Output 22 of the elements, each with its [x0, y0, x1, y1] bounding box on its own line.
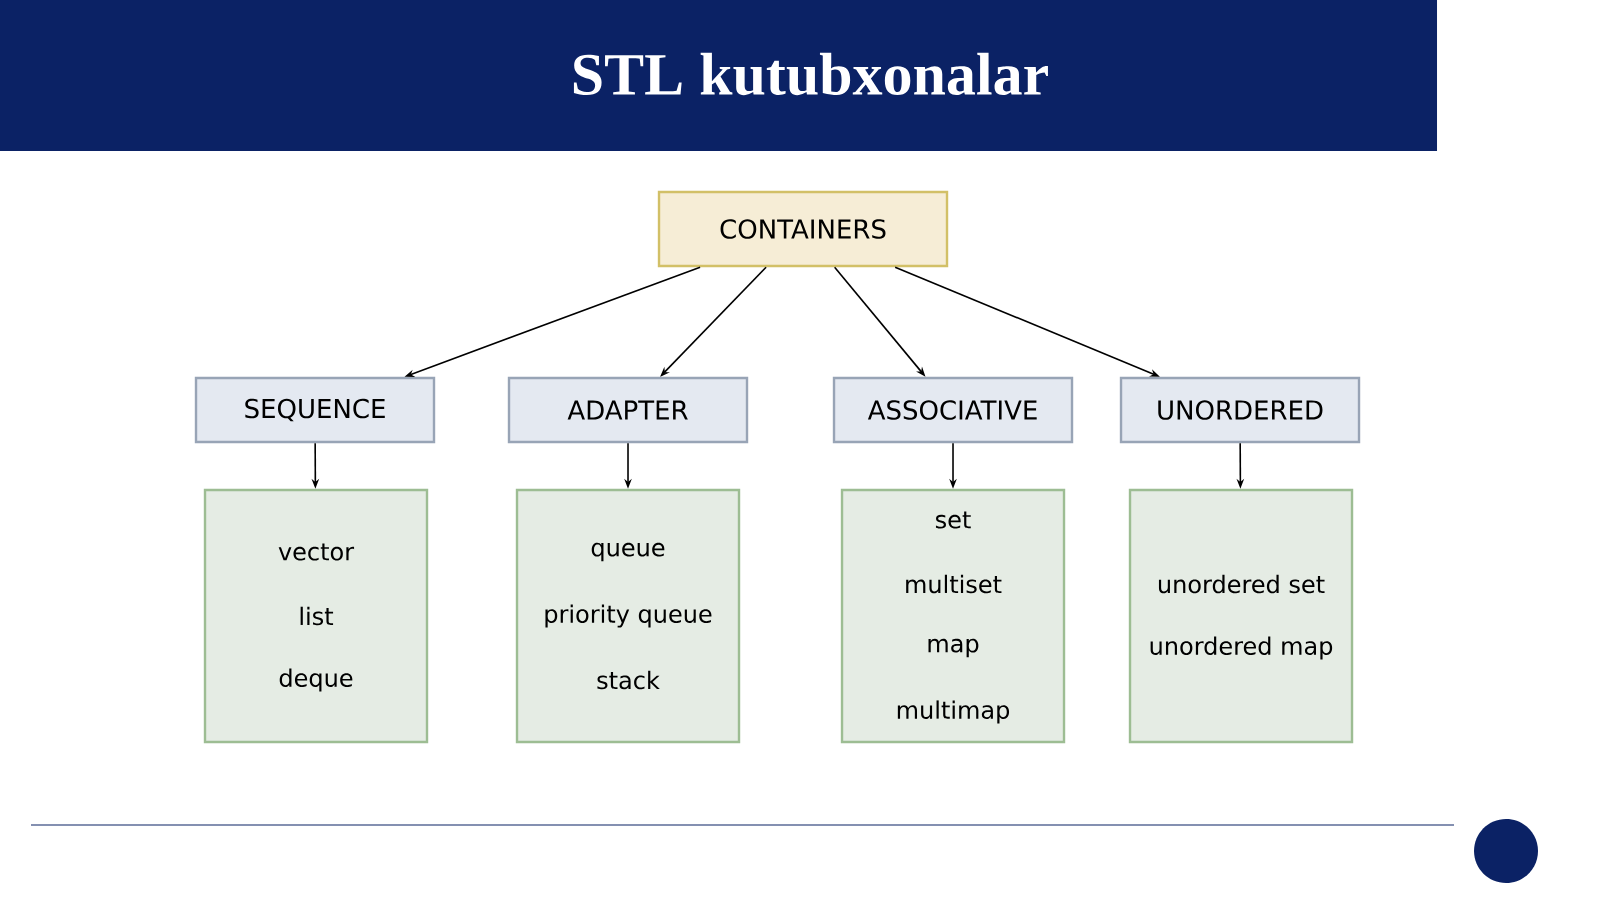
- category-box: ASSOCIATIVE: [832, 376, 1074, 444]
- item-label: map: [928, 638, 979, 658]
- item-label: queue: [591, 542, 665, 562]
- category-box: UNORDERED: [1119, 376, 1361, 444]
- item-label: vector: [278, 543, 355, 561]
- item-list-box: [203, 488, 429, 744]
- item-label: unordered set: [1158, 574, 1325, 594]
- item-list-box: [515, 488, 741, 744]
- item-label: list: [300, 606, 334, 626]
- item-list-box: [1128, 488, 1354, 744]
- item-label: multiset: [906, 574, 1002, 594]
- item-label: multimap: [897, 700, 1010, 724]
- title: STL kutubxonalar: [573, 52, 1048, 96]
- item-label: unordered map: [1150, 636, 1333, 660]
- item-list-box: [840, 488, 1066, 744]
- category-box: ADAPTER: [507, 376, 749, 444]
- item-label: set: [935, 511, 971, 529]
- item-label: stack: [597, 670, 660, 690]
- category-box: CONTAINERS: [657, 190, 949, 268]
- item-label: priority queue: [545, 604, 712, 628]
- item-label: deque: [279, 668, 353, 692]
- category-box: SEQUENCE: [194, 376, 436, 444]
